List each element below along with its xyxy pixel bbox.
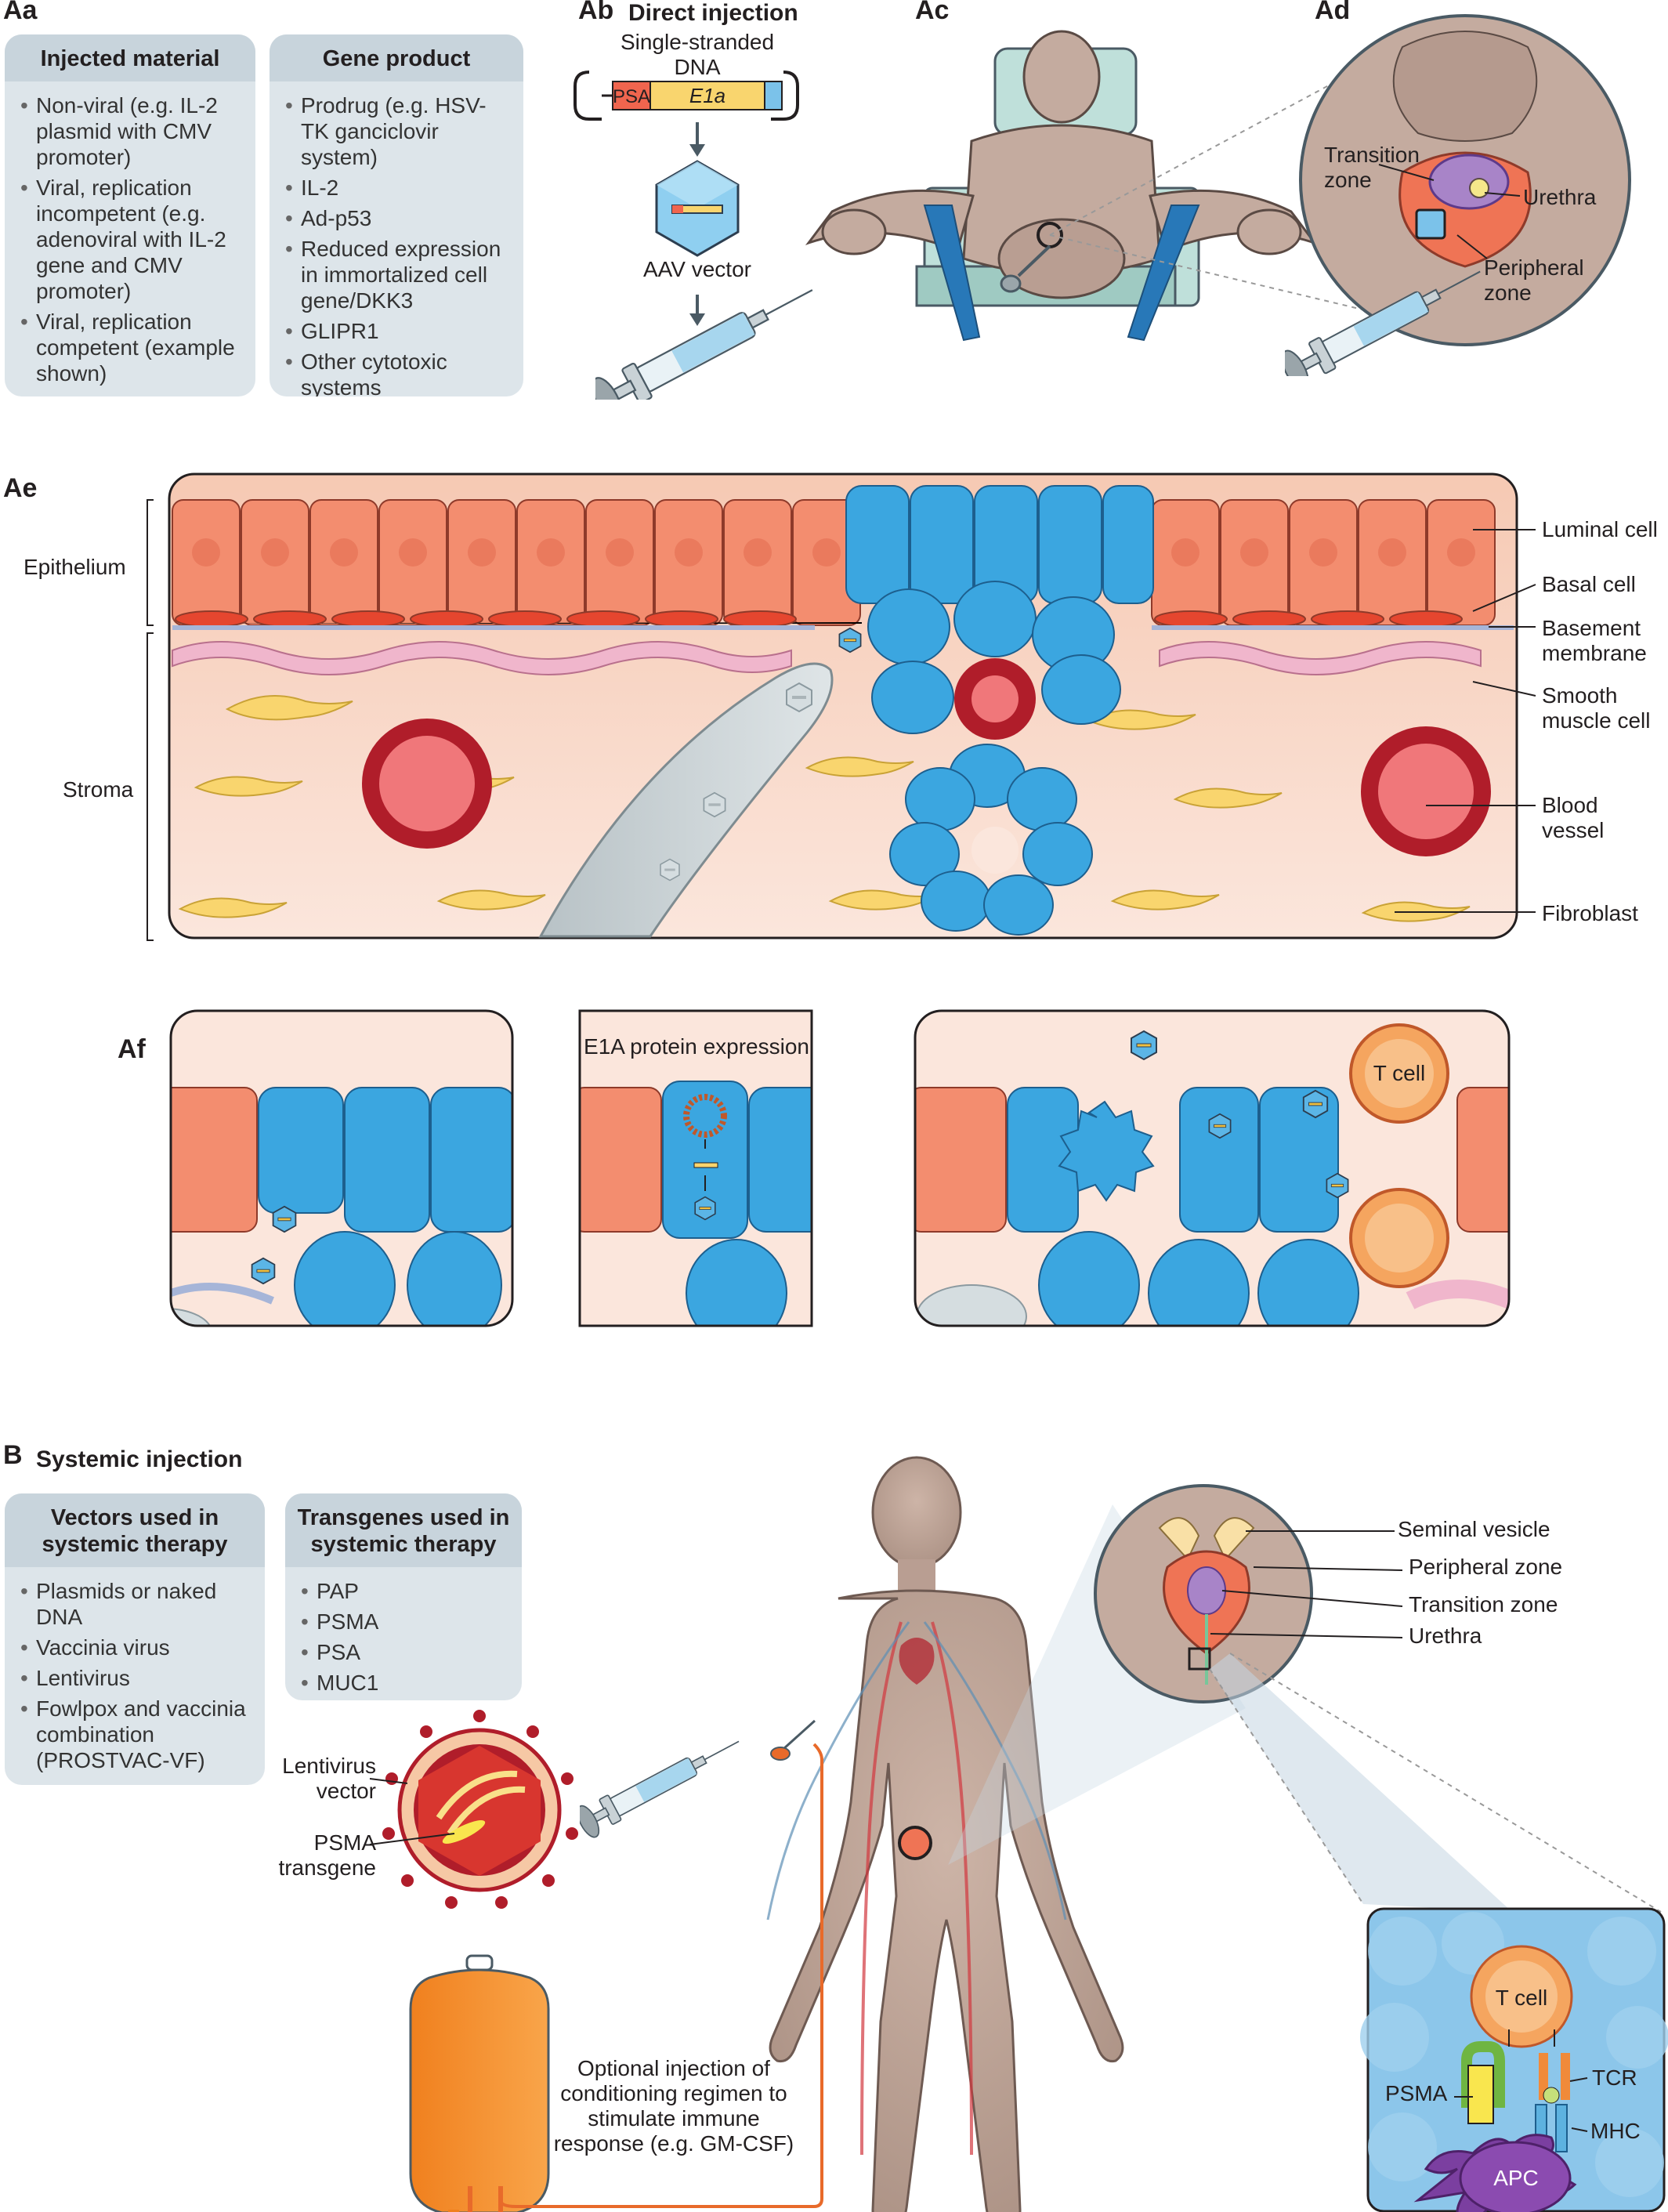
af-panel-2 [578, 1009, 813, 1327]
list-item: Viral, replication competent (example sh… [20, 309, 244, 386]
mhc-label: MHC [1590, 2119, 1641, 2143]
list-item: Plasmids or naked DNA [20, 1578, 254, 1630]
aav-vector-label: AAV vector [643, 257, 751, 281]
transition-zone-label-b: Transition zone [1409, 1592, 1558, 1616]
list-item: Lentivirus [20, 1665, 254, 1691]
peripheral-zone-label: Peripheral zone [1484, 255, 1584, 305]
list-item: IL-2 [285, 175, 512, 201]
stroma-label: Stroma [63, 777, 134, 802]
ab-dna-construct [573, 71, 799, 121]
luminal-cell-label: Luminal cell [1542, 517, 1658, 541]
basal-cell-label: Basal cell [1542, 572, 1636, 596]
af-panel-1 [169, 1009, 514, 1327]
list-item: PAP [301, 1578, 511, 1604]
list-item: Fowlpox and vaccinia combination (PROSTV… [20, 1696, 254, 1773]
seminal-vesicle-label: Seminal vesicle [1398, 1517, 1550, 1541]
prostate-magnified-circle [948, 1484, 1662, 1913]
list-item: PSA [301, 1639, 511, 1665]
panel-label-ae: Ae [3, 473, 38, 503]
list-item: Prodrug (e.g. HSV-TK ganciclovir system) [285, 92, 512, 170]
peripheral-zone-label-b: Peripheral zone [1409, 1555, 1563, 1579]
panel-title-direct-injection: Direct injection [628, 0, 798, 26]
list-item: Viral, replication incompetent (e.g. ade… [20, 175, 244, 304]
smooth-muscle-cell-label: Smooth muscle cell [1542, 683, 1651, 733]
psma-label: PSMA [1385, 2081, 1448, 2105]
transition-zone-label: Transition zone [1324, 143, 1420, 192]
list-item: Other cytotoxic systems [285, 349, 512, 396]
transgenes-title: Transgenes used in systemic therapy [285, 1493, 522, 1567]
list-item: Vaccinia virus [20, 1635, 254, 1660]
fibroblast-label: Fibroblast [1542, 901, 1638, 925]
transgenes-box: Transgenes used in systemic therapy PAP … [285, 1493, 522, 1700]
syringe-icon [595, 282, 825, 400]
panel-label-aa: Aa [3, 0, 38, 25]
gene-product-box: Gene product Prodrug (e.g. HSV-TK gancic… [270, 34, 523, 396]
ae-tissue-section [147, 472, 1536, 941]
human-body-illustration [766, 1456, 1124, 2212]
ac-patient-illustration [805, 30, 1380, 342]
basement-membrane-label: Basement membrane [1542, 616, 1647, 665]
injected-material-title: Injected material [5, 34, 255, 81]
panel-label-b: B [3, 1440, 23, 1470]
psma-transgene-label: PSMA transgene [278, 1830, 376, 1880]
list-item: PSMA [301, 1609, 511, 1635]
injected-material-box: Injected material Non-viral (e.g. IL-2 p… [5, 34, 255, 396]
lentivirus-vector-illustration [369, 1710, 578, 1909]
epithelium-label: Epithelium [24, 555, 126, 579]
e1a-protein-expression-label: E1A protein expression [584, 1034, 809, 1059]
vectors-list: Plasmids or naked DNA Vaccinia virus Len… [5, 1567, 265, 1785]
infusion-bag-illustration [409, 1743, 823, 2212]
syringe-icon [573, 1726, 747, 1841]
vectors-box: Vectors used in systemic therapy Plasmid… [5, 1493, 265, 1785]
panel-label-ac: Ac [915, 0, 950, 25]
gene-product-list: Prodrug (e.g. HSV-TK ganciclovir system)… [270, 81, 523, 396]
list-item: Ad-p53 [285, 205, 512, 231]
list-item: MUC1 [301, 1670, 511, 1696]
injected-material-list: Non-viral (e.g. IL-2 plasmid with CMV pr… [5, 81, 255, 396]
e1a-gene-label: E1a [689, 84, 725, 107]
apc-label: APC [1493, 2166, 1539, 2190]
single-stranded-dna-label: Single-stranded DNA [620, 30, 775, 79]
vectors-title: Vectors used in systemic therapy [5, 1493, 265, 1567]
gene-product-title: Gene product [270, 34, 523, 81]
panel-label-ab: Ab [578, 0, 614, 25]
optional-injection-label: Optional injection of conditioning regim… [553, 2056, 794, 2156]
list-item: GLIPR1 [285, 318, 512, 344]
list-item: Non-viral (e.g. IL-2 plasmid with CMV pr… [20, 92, 244, 170]
tcr-label: TCR [1592, 2065, 1637, 2090]
urethra-label: Urethra [1523, 185, 1597, 209]
blood-vessel-label: Blood vessel [1542, 793, 1605, 842]
af-panel-3 [914, 1009, 1511, 1327]
arrow-head [689, 144, 705, 157]
panel-label-af: Af [118, 1034, 146, 1064]
immune-synapse-box [1360, 1907, 1668, 2212]
aav-capsid-icon [655, 160, 740, 257]
urethra-label-b: Urethra [1409, 1624, 1482, 1648]
panel-title-systemic-injection: Systemic injection [36, 1446, 243, 1472]
panel-label-ad: Ad [1315, 0, 1351, 25]
psa-promoter-label: PSA [613, 86, 650, 107]
t-cell-label: T cell [1373, 1061, 1426, 1085]
t-cell-label-b: T cell [1495, 1986, 1548, 2010]
transgenes-list: PAP PSMA PSA MUC1 [285, 1567, 522, 1700]
ad-prostate-magnified [1285, 14, 1631, 376]
lentivirus-vector-label: Lentivirus vector [282, 1754, 376, 1803]
list-item: Reduced expression in immortalized cell … [285, 236, 512, 313]
arrow-head [689, 313, 705, 326]
